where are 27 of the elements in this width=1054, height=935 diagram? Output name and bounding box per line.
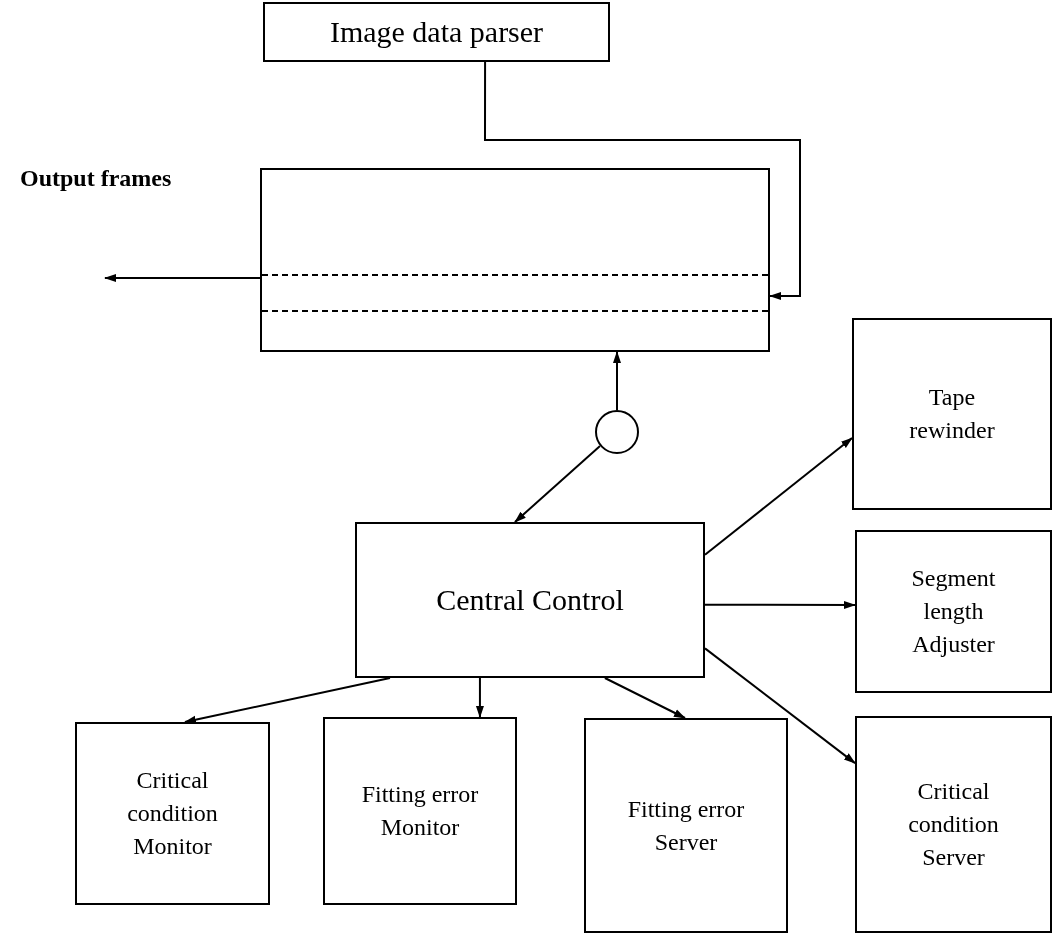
arrow [704, 600, 856, 609]
process-box [263, 2, 610, 62]
process-box [584, 718, 788, 933]
arrow [184, 677, 391, 724]
box-label: Image data parser [329, 14, 544, 51]
box-label: Fitting error Server [626, 794, 746, 857]
box-label: Central Control [436, 582, 624, 619]
box-label: Segment length Adjuster [910, 564, 997, 659]
box-label: Critical condition Server [907, 777, 1000, 872]
arrow [613, 351, 621, 411]
frame-buffer-box [260, 168, 770, 352]
process-box [355, 522, 705, 678]
process-box [855, 530, 1052, 693]
arrow [704, 647, 856, 765]
box-label: Critical condition Monitor [126, 766, 219, 861]
arrow [603, 677, 686, 719]
box-label: Tape rewinder [908, 383, 996, 445]
process-box [75, 722, 270, 905]
arrow [475, 677, 484, 718]
box-label: Fitting error Monitor [360, 780, 480, 842]
process-box [852, 318, 1052, 510]
arrow [513, 445, 601, 523]
arrow [704, 437, 853, 556]
process-box [323, 717, 517, 905]
arrow [104, 274, 261, 282]
arrow [484, 61, 801, 301]
process-box [855, 716, 1052, 933]
